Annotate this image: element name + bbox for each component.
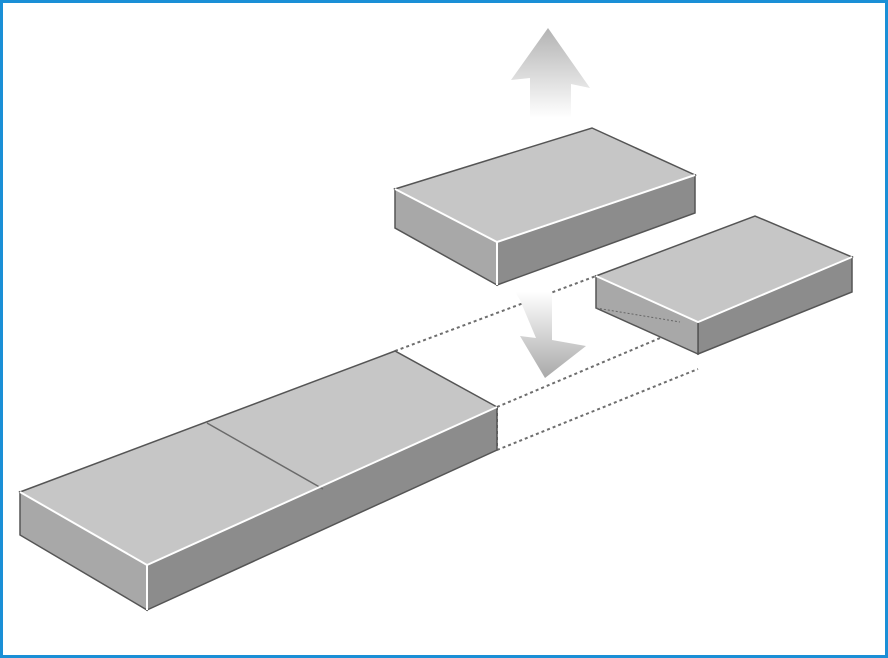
replacement-module-highlight <box>595 256 853 324</box>
arrow-up-icon <box>511 28 590 118</box>
replacement-module <box>594 215 854 356</box>
arrow-down-icon <box>515 292 586 378</box>
removed-module <box>393 127 698 287</box>
base-slab <box>18 350 499 612</box>
base-slab-seam <box>206 422 324 490</box>
